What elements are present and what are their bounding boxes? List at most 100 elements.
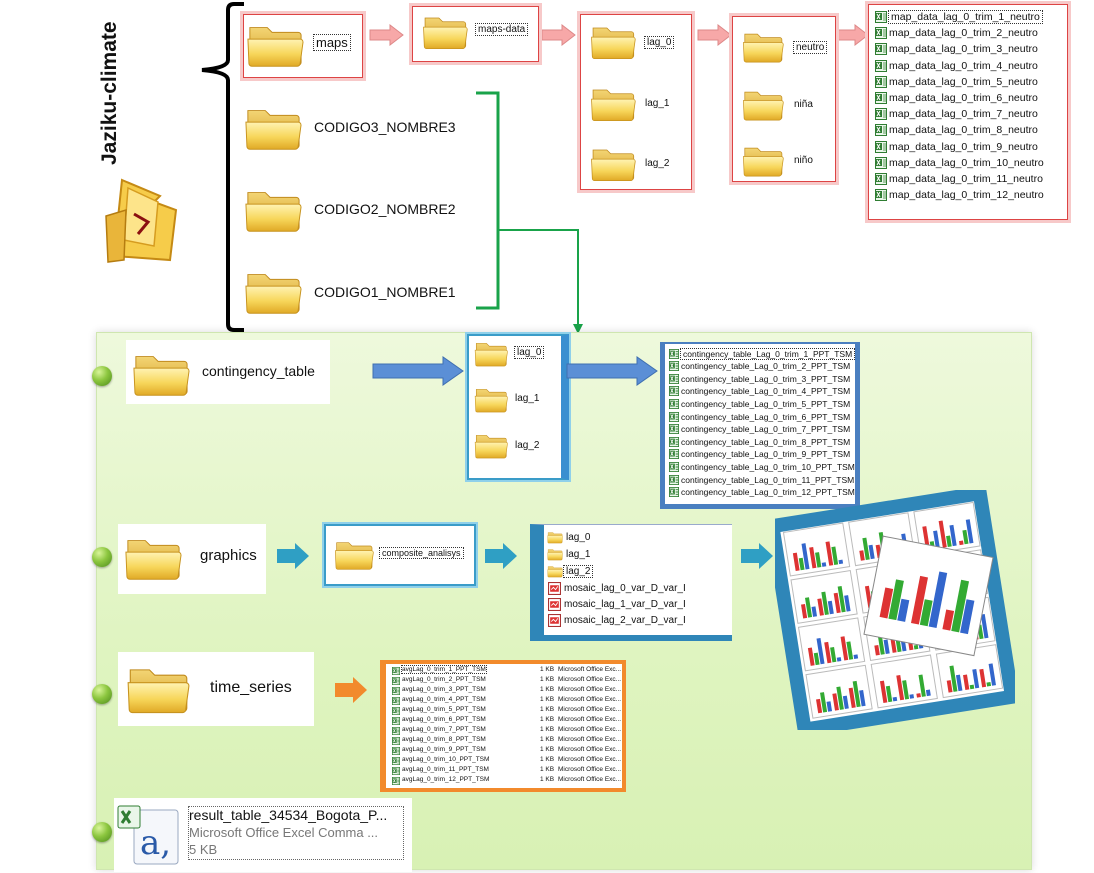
file-name: contingency_table_Lag_0_trim_9_PPT_TSM	[681, 449, 851, 460]
map-data-file[interactable]: map_data_lag_0_trim_7_neutro	[875, 106, 1038, 122]
mini-chart-bar	[801, 604, 808, 619]
mini-chart-frame	[797, 617, 866, 672]
maps-data-label[interactable]: maps-data	[474, 23, 529, 36]
contingency-file[interactable]: contingency_table_Lag_0_trim_1_PPT_TSM	[669, 347, 856, 360]
contingency-file[interactable]: contingency_table_Lag_0_trim_5_PPT_TSM	[669, 398, 850, 409]
phase-nina-label[interactable]: niña	[794, 99, 813, 110]
maps-lag-0-label[interactable]: lag_0	[643, 36, 675, 49]
map-data-file[interactable]: map_data_lag_0_trim_9_neutro	[875, 139, 1038, 155]
mosaic-2-label[interactable]: mosaic_lag_2_var_D_var_I	[564, 615, 686, 626]
mini-chart-bar	[831, 546, 839, 565]
green-bracket-connector	[476, 91, 583, 334]
contingency-file[interactable]: contingency_table_Lag_0_trim_4_PPT_TSM	[669, 386, 850, 397]
file-size: 1 KB	[540, 776, 555, 783]
mini-chart-bar	[836, 657, 842, 662]
maps-lag-1-label[interactable]: lag_1	[645, 98, 670, 109]
excel-file-icon	[875, 141, 887, 153]
map-data-file[interactable]: map_data_lag_0_trim_1_neutro	[875, 9, 1043, 25]
mini-chart-bar	[836, 686, 844, 710]
codigo2-folder-label[interactable]: CODIGO2_NOMBRE2	[314, 201, 456, 217]
folder-icon	[742, 84, 784, 124]
mini-chart-bar	[820, 692, 828, 713]
contingency-file[interactable]: contingency_table_Lag_0_trim_12_PPT_TSM	[669, 487, 855, 498]
mini-chart-bar	[821, 562, 827, 567]
composite-folder-label[interactable]: composite_analisys	[379, 547, 464, 559]
result-file-size: 5 KB	[189, 842, 218, 857]
contingency-file[interactable]: contingency_table_Lag_0_trim_9_PPT_TSM	[669, 449, 850, 460]
contingency-file[interactable]: contingency_table_Lag_0_trim_3_PPT_TSM	[669, 373, 850, 384]
contingency-lag-1-label[interactable]: lag_1	[515, 393, 540, 404]
contingency-lag-0-label[interactable]: lag_0	[513, 346, 545, 359]
contingency-file[interactable]: contingency_table_Lag_0_trim_8_PPT_TSM	[669, 436, 850, 447]
phase-nino-label[interactable]: niño	[794, 155, 813, 166]
mini-chart-bar	[949, 665, 958, 692]
mosaic-preview-image	[775, 490, 1015, 730]
file-type: Microsoft Office Exc...	[558, 766, 622, 773]
phase-neutro-label[interactable]: neutro	[792, 41, 828, 54]
maps-folder-label[interactable]: maps	[313, 34, 351, 51]
map-data-file[interactable]: map_data_lag_0_trim_12_neutro	[875, 187, 1044, 203]
file-name: avgLag_0_trim_9_PPT_TSM	[402, 746, 486, 753]
graphics-lag-1-label[interactable]: lag_1	[566, 549, 591, 560]
file-name: map_data_lag_0_trim_8_neutro	[889, 124, 1038, 137]
contingency-file[interactable]: contingency_table_Lag_0_trim_2_PPT_TSM	[669, 361, 850, 372]
file-name: map_data_lag_0_trim_2_neutro	[889, 27, 1038, 40]
mini-chart-bar	[805, 597, 813, 618]
time-series-folder-label[interactable]: time_series	[210, 679, 292, 696]
file-type: Microsoft Office Exc...	[558, 736, 622, 743]
svg-text:a,: a,	[140, 823, 171, 863]
mini-chart-bar	[801, 543, 810, 570]
map-data-file[interactable]: map_data_lag_0_trim_3_neutro	[875, 41, 1038, 57]
codigo1-folder-label[interactable]: CODIGO1_NOMBRE1	[314, 284, 456, 300]
result-file-type: Microsoft Office Excel Comma ...	[189, 825, 379, 840]
graphics-folder-label[interactable]: graphics	[200, 547, 257, 564]
contingency-file[interactable]: contingency_table_Lag_0_trim_10_PPT_TSM	[669, 461, 855, 472]
maps-lag-2-label[interactable]: lag_2	[645, 158, 670, 169]
file-name: contingency_table_Lag_0_trim_7_PPT_TSM	[681, 424, 851, 435]
excel-csv-icon: a,	[117, 805, 179, 865]
excel-file-icon	[392, 717, 400, 725]
codigo3-folder-label[interactable]: CODIGO3_NOMBRE3	[314, 119, 456, 135]
map-data-file[interactable]: map_data_lag_0_trim_5_neutro	[875, 74, 1038, 90]
mini-chart-bar	[925, 689, 931, 697]
mosaic-1-label[interactable]: mosaic_lag_1_var_D_var_I	[564, 599, 686, 610]
map-data-file[interactable]: map_data_lag_0_trim_10_neutro	[875, 155, 1044, 171]
mosaic-0-label[interactable]: mosaic_lag_0_var_D_var_I	[564, 583, 686, 594]
contingency-lag-2-label[interactable]: lag_2	[515, 440, 540, 451]
folder-icon	[590, 142, 636, 184]
file-name: map_data_lag_0_trim_11_neutro	[889, 173, 1043, 185]
map-data-file[interactable]: map_data_lag_0_trim_4_neutro	[875, 58, 1038, 74]
mini-chart-bar	[827, 600, 834, 615]
excel-file-icon	[392, 757, 400, 765]
contingency-folder-label[interactable]: contingency_table	[202, 363, 315, 379]
mini-chart-bar	[883, 639, 890, 654]
result-file-details[interactable]: result_table_34534_Bogota_P... Microsoft…	[188, 806, 404, 860]
graphics-lag-0-label[interactable]: lag_0	[566, 532, 591, 543]
graphics-lag-2-label[interactable]: lag_2	[562, 565, 594, 578]
file-name: avgLag_0_trim_1_PPT_TSM	[401, 665, 487, 674]
contingency-file[interactable]: contingency_table_Lag_0_trim_11_PPT_TSM	[669, 474, 854, 485]
map-data-file[interactable]: map_data_lag_0_trim_11_neutro	[875, 171, 1043, 187]
contingency-file[interactable]: contingency_table_Lag_0_trim_7_PPT_TSM	[669, 424, 850, 435]
mini-chart-bar	[980, 614, 989, 639]
mini-chart-bar	[965, 519, 974, 544]
contingency-file[interactable]: contingency_table_Lag_0_trim_6_PPT_TSM	[669, 411, 850, 422]
map-data-file[interactable]: map_data_lag_0_trim_8_neutro	[875, 122, 1038, 138]
map-data-file[interactable]: map_data_lag_0_trim_2_neutro	[875, 25, 1038, 41]
file-name: map_data_lag_0_trim_1_neutro	[888, 10, 1043, 24]
file-name: contingency_table_Lag_0_trim_10_PPT_TSM	[681, 461, 855, 472]
map-data-file[interactable]: map_data_lag_0_trim_6_neutro	[875, 90, 1038, 106]
